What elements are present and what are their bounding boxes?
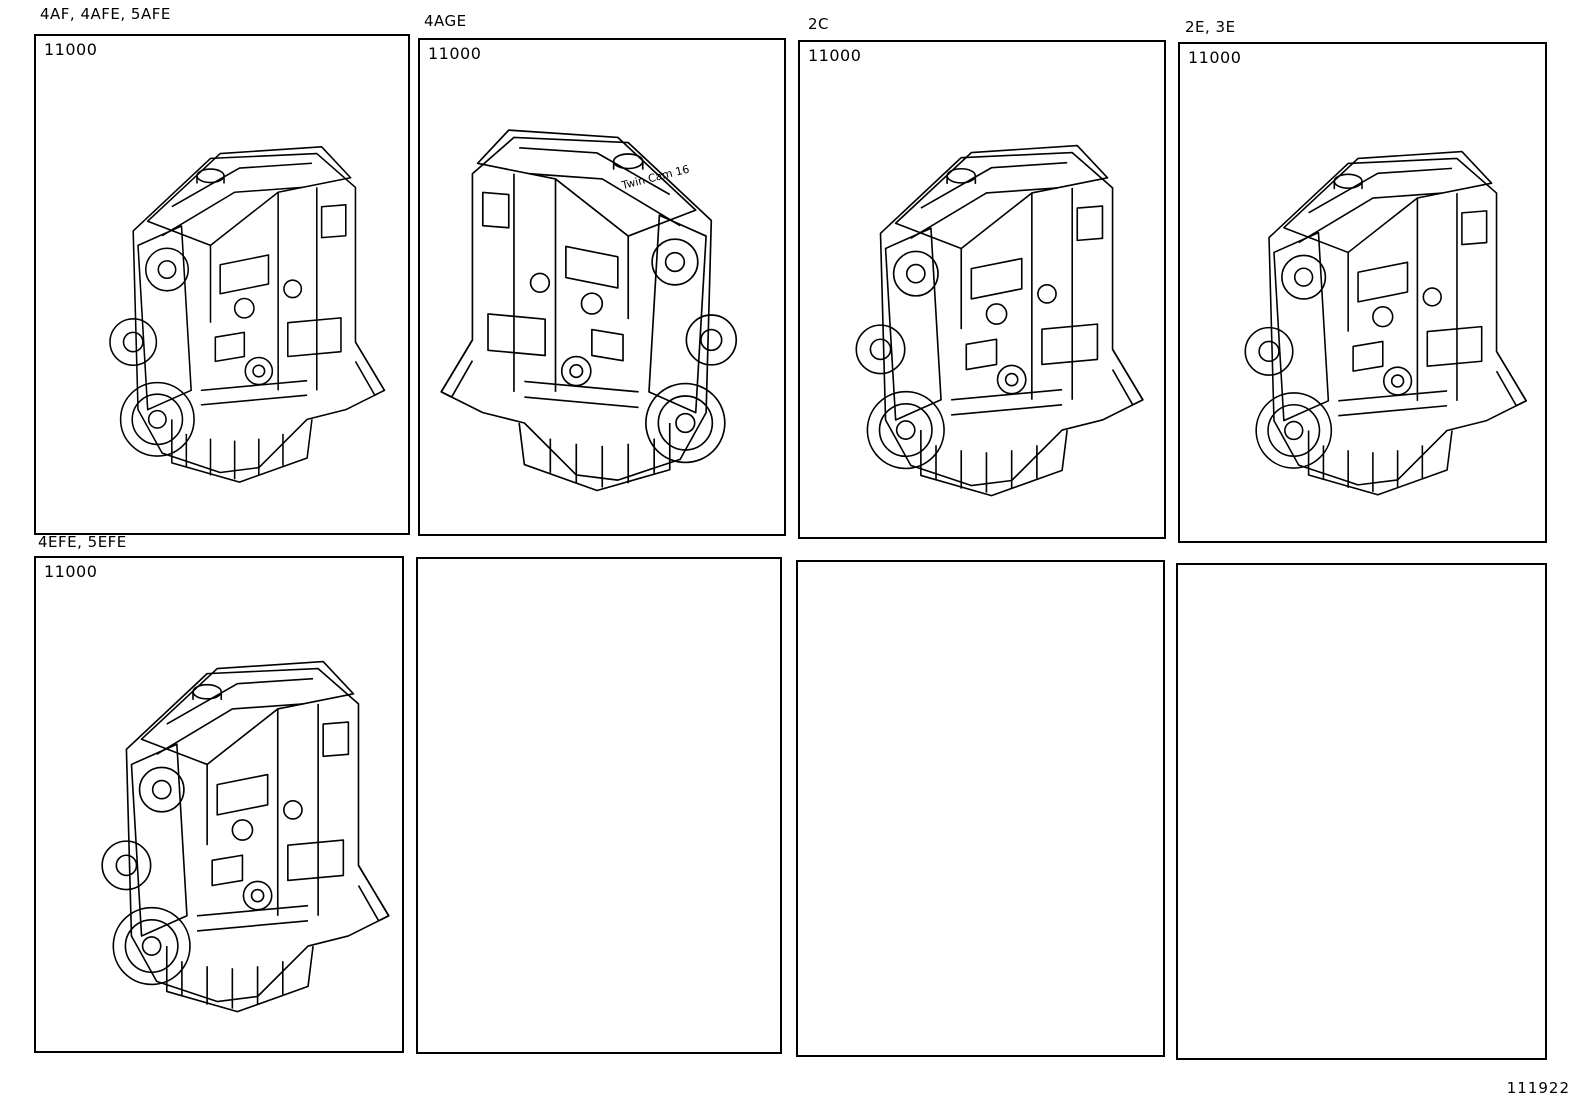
engine-panel[interactable]: 11000 bbox=[34, 556, 404, 1053]
engine-panel[interactable]: 11000 bbox=[34, 34, 410, 535]
part-number: 11000 bbox=[44, 40, 98, 59]
engine-2e-icon bbox=[1244, 150, 1527, 496]
engine-4efe-icon bbox=[101, 660, 390, 1013]
engine-group-label: 2E, 3E bbox=[1185, 18, 1236, 36]
part-number: 11000 bbox=[808, 46, 862, 65]
empty-panel bbox=[796, 560, 1165, 1057]
engine-group-label: 4EFE, 5EFE bbox=[38, 533, 127, 551]
empty-panel bbox=[1176, 563, 1547, 1060]
part-number: 11000 bbox=[1188, 48, 1242, 67]
engine-panel[interactable]: 11000 bbox=[1178, 42, 1547, 543]
part-number: 11000 bbox=[428, 44, 482, 63]
engine-group-label: 4AF, 4AFE, 5AFE bbox=[40, 5, 171, 23]
engine-4af-icon bbox=[109, 146, 386, 483]
figure-number: 111922 bbox=[1506, 1079, 1570, 1097]
part-number: 11000 bbox=[44, 562, 98, 581]
engine-4age-icon: Twin Cam 16 bbox=[440, 129, 738, 492]
engine-panel[interactable]: 11000 Twin Cam 16 bbox=[418, 38, 786, 536]
empty-panel bbox=[416, 557, 782, 1054]
engine-panel[interactable]: 11000 bbox=[798, 40, 1166, 539]
engine-group-label: 4AGE bbox=[424, 12, 467, 30]
engine-2c-icon bbox=[855, 144, 1144, 497]
engine-group-label: 2C bbox=[808, 15, 830, 33]
